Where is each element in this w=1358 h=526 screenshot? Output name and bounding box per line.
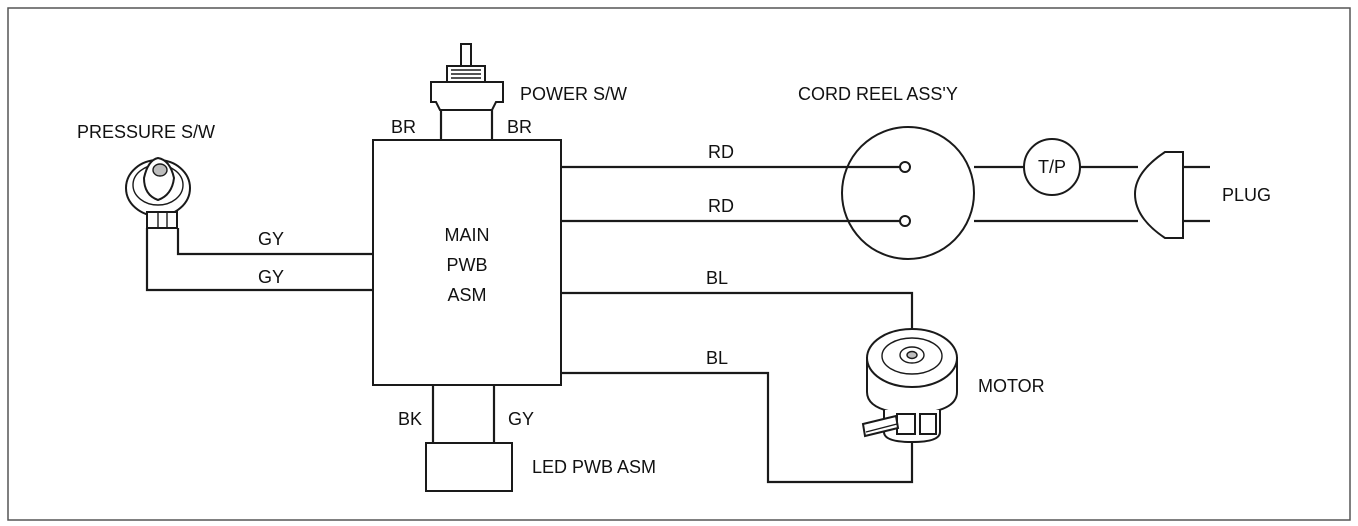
main-pwb-label-line2: PWB xyxy=(446,255,487,275)
wire-label-led-right: GY xyxy=(508,409,534,429)
led-pwb-box xyxy=(425,442,513,492)
wire-motor-top xyxy=(561,291,914,330)
pressure-switch-label: PRESSURE S/W xyxy=(77,122,215,142)
pressure-switch-icon xyxy=(125,156,191,229)
main-pwb-label-line1: MAIN xyxy=(445,225,490,245)
motor-label: MOTOR xyxy=(978,376,1045,396)
wire-label-cord-top: RD xyxy=(708,142,734,162)
wire-motor-bottom xyxy=(561,371,914,484)
main-pwb-box xyxy=(372,139,562,386)
plug-icon xyxy=(1133,151,1210,239)
wire-label-pressure-bottom: GY xyxy=(258,267,284,287)
motor-icon xyxy=(861,328,958,444)
cord-reel-terminal-bottom xyxy=(899,215,911,227)
wire-label-motor-top: BL xyxy=(706,268,728,288)
led-pwb-label: LED PWB ASM xyxy=(532,457,656,477)
wire-label-power-left: BR xyxy=(391,117,416,137)
wire-label-motor-bottom: BL xyxy=(706,348,728,368)
diagram-frame xyxy=(7,7,1351,521)
wire-label-pressure-top: GY xyxy=(258,229,284,249)
cord-reel-terminal-top xyxy=(899,161,911,173)
main-pwb-label-line3: ASM xyxy=(447,285,486,305)
wire-pressure-bottom xyxy=(145,228,373,292)
power-switch-label: POWER S/W xyxy=(520,84,627,104)
wire-label-cord-bottom: RD xyxy=(708,196,734,216)
power-switch-icon xyxy=(430,43,504,140)
cord-reel-circle xyxy=(841,126,975,260)
thermal-protector-label: T/P xyxy=(1038,157,1066,177)
wire-label-led-left: BK xyxy=(398,409,422,429)
wire-label-power-right: BR xyxy=(507,117,532,137)
wire-pressure-top xyxy=(176,228,373,256)
plug-label: PLUG xyxy=(1222,185,1271,205)
cord-reel-label: CORD REEL ASS'Y xyxy=(798,84,958,104)
